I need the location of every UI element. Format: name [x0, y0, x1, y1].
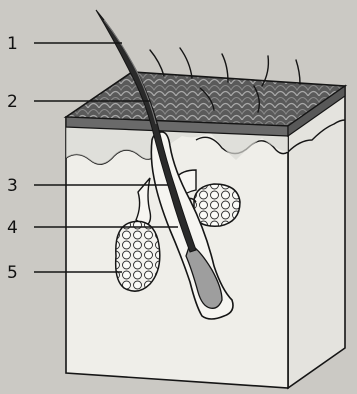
label-2: 2: [7, 92, 18, 112]
right-sebaceous-gland: [194, 184, 240, 226]
label-1: 1: [7, 34, 18, 54]
label-3: 3: [7, 176, 18, 196]
left-sebaceous-gland: [116, 221, 160, 291]
label-4: 4: [7, 218, 18, 238]
block-side-face: [288, 86, 345, 388]
label-5: 5: [7, 263, 18, 283]
